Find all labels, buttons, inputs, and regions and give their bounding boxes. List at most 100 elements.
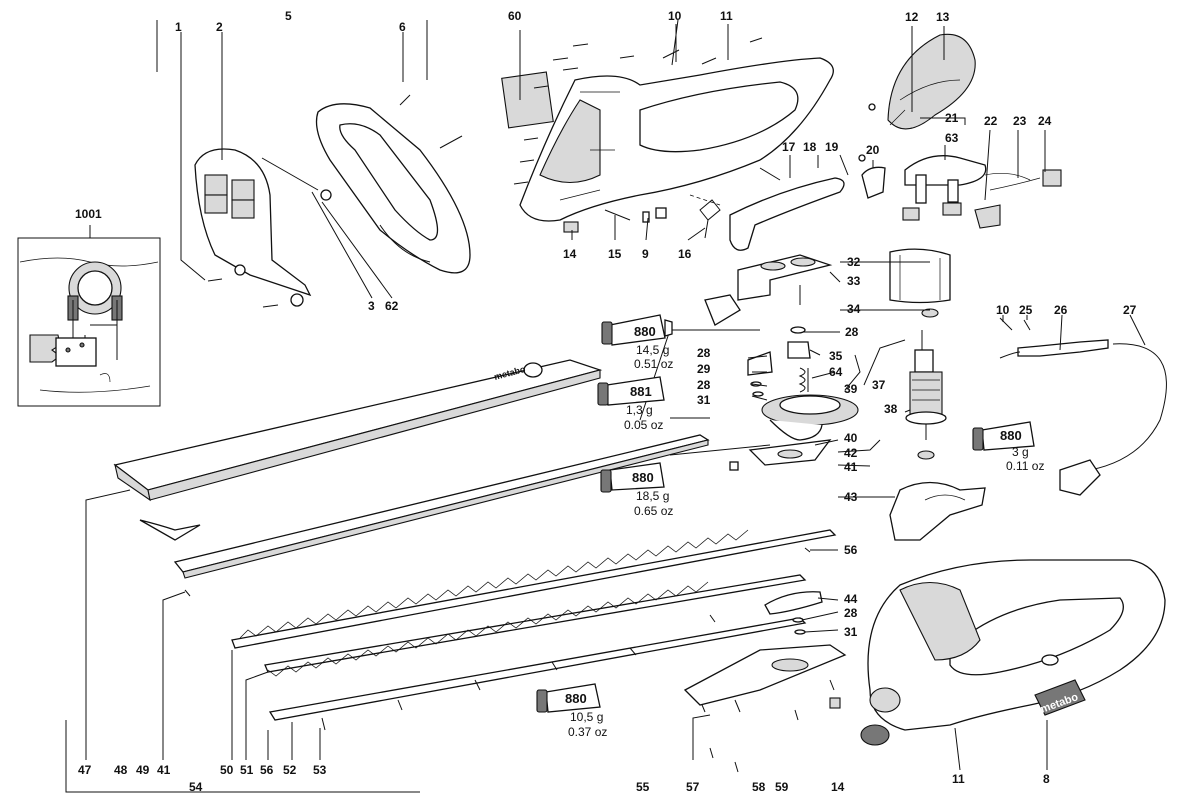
label-15: 15 [608,247,622,261]
label-20: 20 [866,143,880,157]
label-50: 50 [220,763,234,777]
hand-guard [194,148,312,307]
grease-3-code: 880 [632,470,654,485]
housing-half-upper [501,57,834,222]
label-21: 21 [945,111,959,125]
grease-1-oz: 0.51 oz [634,357,673,371]
label-28-a: 28 [845,325,859,339]
handle-screws [207,94,463,308]
label-38: 38 [884,402,898,416]
label-23: 23 [1013,114,1027,128]
grease-5-oz: 0.11 oz [1006,459,1044,473]
label-28-d: 28 [844,606,858,620]
grease-2-mass: 1,3 g [626,403,653,417]
label-56-bottom: 56 [260,763,274,777]
grease-tube-3: 880 18,5 g 0.65 oz [600,462,673,518]
motor-housing: metabo [860,559,1166,746]
label-6: 6 [399,20,406,34]
grease-5-code: 880 [1000,428,1022,443]
label-34: 34 [847,302,861,316]
label-12: 12 [905,10,919,24]
label-22: 22 [984,114,998,128]
label-32: 32 [847,255,861,269]
label-29: 29 [697,362,711,376]
label-25: 25 [1019,303,1033,317]
label-24: 24 [1038,114,1052,128]
label-14-top: 14 [563,247,577,261]
label-5: 5 [285,9,292,23]
label-60: 60 [508,9,522,23]
label-52: 52 [283,763,297,777]
label-16: 16 [678,247,692,261]
label-41-bottom: 41 [157,763,171,777]
label-33: 33 [847,274,861,288]
label-51: 51 [240,763,254,777]
label-8: 8 [1043,772,1050,786]
label-3: 3 [368,299,375,313]
inset-detail-1001 [17,237,161,407]
label-39: 39 [844,382,858,396]
label-59: 59 [775,780,789,794]
label-2: 2 [216,20,223,34]
label-57: 57 [686,780,700,794]
label-10-top: 10 [668,9,682,23]
label-49: 49 [136,763,150,777]
label-43: 43 [844,490,858,504]
label-54: 54 [189,780,203,794]
blade-rail [139,434,710,579]
label-31-a: 31 [697,393,711,407]
gear-cover [704,254,833,326]
grease-3-oz: 0.65 oz [634,504,673,518]
bearing-bracket [889,248,951,318]
switch-assembly [858,154,1062,229]
label-14-bottom: 14 [831,780,845,794]
cutting-blade-upper [231,529,837,649]
label-56-right: 56 [844,543,858,557]
label-41-right: 41 [844,460,858,474]
label-62: 62 [385,299,399,313]
label-27: 27 [1123,303,1137,317]
label-40: 40 [844,431,858,445]
label-55: 55 [636,780,650,794]
label-28-b: 28 [697,346,711,360]
label-47: 47 [78,763,92,777]
label-31-b: 31 [844,625,858,639]
part-number-callouts: 1 2 5 6 60 10 11 12 13 1001 3 62 17 18 1… [75,9,1137,794]
grease-3-mass: 18,5 g [636,489,669,503]
label-19: 19 [825,140,839,154]
grease-4-oz: 0.37 oz [568,725,607,739]
label-64: 64 [829,365,843,379]
motor-bracket [889,481,986,541]
housing-screws-top [513,19,763,185]
trigger-lever [689,167,845,251]
small-pins [563,199,721,239]
label-17: 17 [782,140,796,154]
label-9: 9 [642,247,649,261]
blade-guard: metabo [113,359,603,502]
label-28-c: 28 [697,378,711,392]
label-1: 1 [175,20,182,34]
label-13: 13 [936,10,950,24]
grease-tube-2: 881 1,3 g 0.05 oz [597,376,665,432]
grease-tube-1: 880 14,5 g 0.51 oz [601,314,673,371]
grease-2-oz: 0.05 oz [624,418,663,432]
bow-handle [315,103,471,274]
label-26: 26 [1054,303,1068,317]
label-11-bottom: 11 [952,772,965,786]
blade-screws [184,547,835,773]
motor-armature [905,330,947,460]
blade-spine [268,617,807,721]
gear-stack [729,326,859,471]
grease-1-code: 880 [634,324,656,339]
grease-4-mass: 10,5 g [570,710,603,724]
cutting-blade-lower [264,574,807,677]
grease-5-mass: 3 g [1012,445,1029,459]
power-cord [999,317,1167,496]
leader-lines [65,20,1146,793]
label-63: 63 [945,131,959,145]
label-11-top: 11 [720,9,733,23]
gear-plate [683,591,847,709]
grease-1-mass: 14,5 g [636,343,669,357]
label-42: 42 [844,446,858,460]
